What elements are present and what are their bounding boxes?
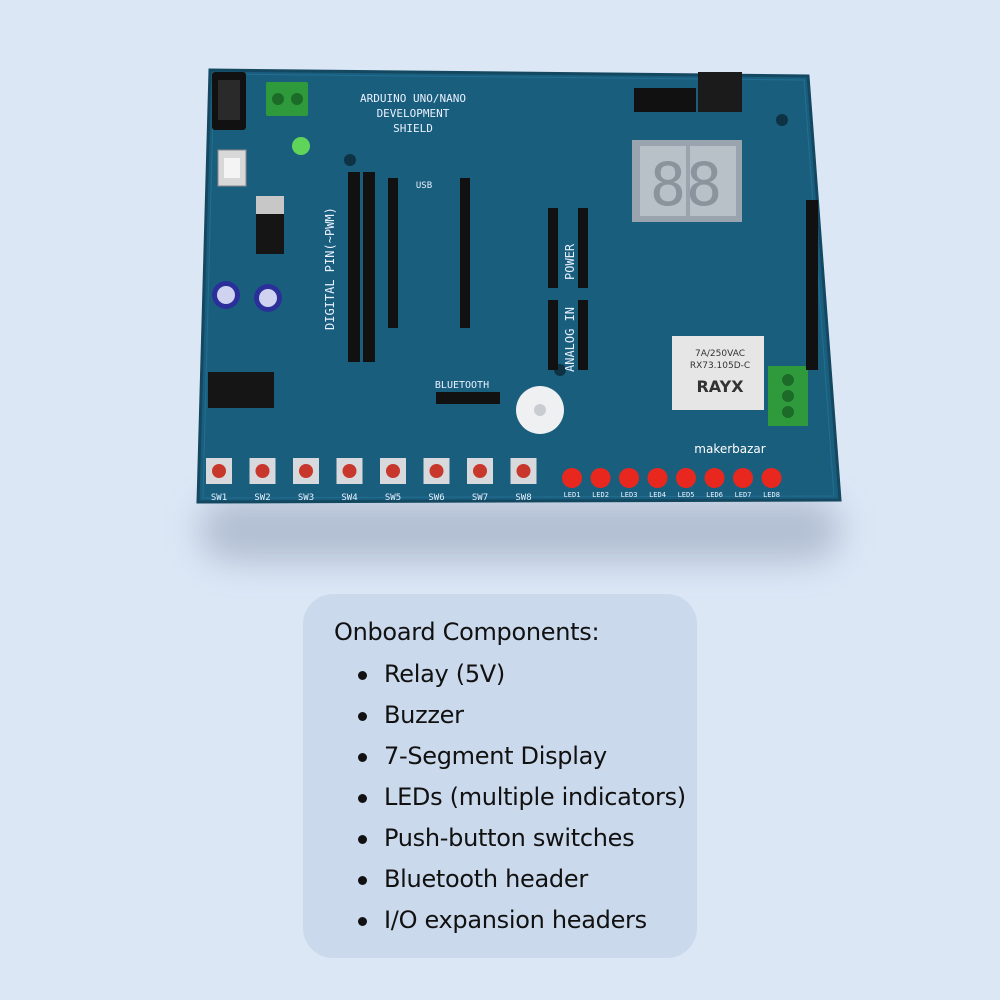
push-button: SW5 [380, 458, 406, 503]
components-list: Relay (5V) Buzzer 7-Segment Display LEDs… [334, 654, 686, 941]
bullet-icon [358, 753, 367, 762]
led-indicator: LED4 [647, 468, 668, 499]
led-indicator: LED3 [619, 468, 639, 499]
digital-header [348, 172, 360, 362]
switch-label: SW5 [385, 493, 401, 503]
led-indicator: LED2 [590, 468, 611, 499]
power-terminal [266, 82, 308, 116]
components-card: Onboard Components: Relay (5V) Buzzer 7-… [303, 594, 697, 958]
list-item: Bluetooth header [334, 859, 677, 900]
power-header [548, 208, 558, 288]
svg-text:88: 88 [650, 150, 722, 220]
led-label: LED3 [621, 491, 638, 499]
led-label: LED6 [706, 491, 723, 499]
push-button: SW2 [249, 458, 276, 503]
pcb [196, 68, 842, 504]
bullet-icon [358, 671, 367, 680]
lcd-header [806, 200, 818, 370]
led-label: LED7 [735, 491, 752, 499]
relay: 7A/250VAC RX73.105D-C RAYX [672, 336, 764, 410]
push-button: SW1 [206, 458, 232, 503]
bullet-icon [358, 917, 367, 926]
svg-text:ANALOG IN: ANALOG IN [563, 307, 577, 372]
push-button-row: SW1 SW2 SW3 SW4 SW5 SW6 SW7 SW8 [206, 458, 537, 503]
list-item: Push-button switches [334, 818, 677, 859]
list-item: 7-Segment Display [334, 736, 677, 777]
svg-text:POWER: POWER [563, 243, 577, 280]
brand-logo: makerbazar [694, 442, 766, 456]
svg-text:DIGITAL PIN(~PWM): DIGITAL PIN(~PWM) [323, 207, 337, 330]
led-indicator: LED6 [704, 468, 725, 499]
svg-text:USB: USB [416, 181, 432, 191]
bullet-icon [358, 876, 367, 885]
bluetooth-header [436, 392, 500, 404]
card-heading: Onboard Components: [334, 618, 600, 646]
switch-label: SW7 [472, 493, 488, 503]
list-item: LEDs (multiple indicators) [334, 777, 686, 818]
voltage-regulator [256, 196, 284, 216]
bullet-icon [358, 712, 367, 721]
list-item: Buzzer [334, 695, 677, 736]
svg-text:DEVELOPMENT: DEVELOPMENT [377, 107, 450, 120]
push-button: SW4 [336, 458, 363, 503]
power-led [292, 137, 310, 155]
push-button: SW8 [510, 458, 537, 503]
svg-text:ARDUINO UNO/NANO: ARDUINO UNO/NANO [360, 92, 466, 105]
switch-label: SW2 [254, 493, 270, 503]
driver-ic [208, 372, 274, 408]
led-indicator: LED8 [761, 468, 782, 499]
led-label: LED5 [678, 491, 695, 499]
nano-socket-left [388, 178, 398, 328]
board-title: ARDUINO UNO/NANO DEVELOPMENT SHIELD [360, 92, 466, 135]
svg-text:SHIELD: SHIELD [393, 122, 433, 135]
board-shadow [200, 500, 840, 560]
list-item: I/O expansion headers [334, 900, 677, 941]
switch-label: SW6 [428, 493, 444, 503]
dev-shield-board: ARDUINO UNO/NANO DEVELOPMENT SHIELD DIGI… [196, 68, 842, 504]
push-button: SW3 [293, 458, 319, 503]
led-label: LED8 [763, 491, 780, 499]
top-header [634, 88, 696, 112]
svg-text:RX73.105D-C: RX73.105D-C [690, 361, 750, 371]
led-indicator: LED7 [733, 468, 753, 499]
led-label: LED1 [564, 491, 581, 499]
switch-label: SW8 [515, 493, 531, 503]
push-button: SW7 [467, 458, 493, 503]
list-item: Relay (5V) [334, 654, 677, 695]
analog-header [548, 300, 558, 370]
switch-label: SW3 [298, 493, 314, 503]
switch-label: SW4 [341, 493, 357, 503]
push-button: SW6 [423, 458, 450, 503]
switch-label: SW1 [211, 493, 227, 503]
svg-text:BLUETOOTH: BLUETOOTH [435, 380, 489, 391]
svg-text:RAYX: RAYX [696, 377, 744, 396]
led-label: LED4 [649, 491, 666, 499]
svg-text:7A/250VAC: 7A/250VAC [695, 349, 745, 359]
led-indicator: LED5 [676, 468, 696, 499]
led-row: LED1 LED2 LED3 LED4 LED5 LED6 LED7 LED8 [562, 468, 782, 499]
led-indicator: LED1 [562, 468, 582, 499]
heat-sink [698, 72, 742, 112]
bullet-icon [358, 835, 367, 844]
nano-socket-right [460, 178, 470, 328]
bullet-icon [358, 794, 367, 803]
seven-segment-display: 88 [632, 140, 742, 222]
led-label: LED2 [592, 491, 609, 499]
